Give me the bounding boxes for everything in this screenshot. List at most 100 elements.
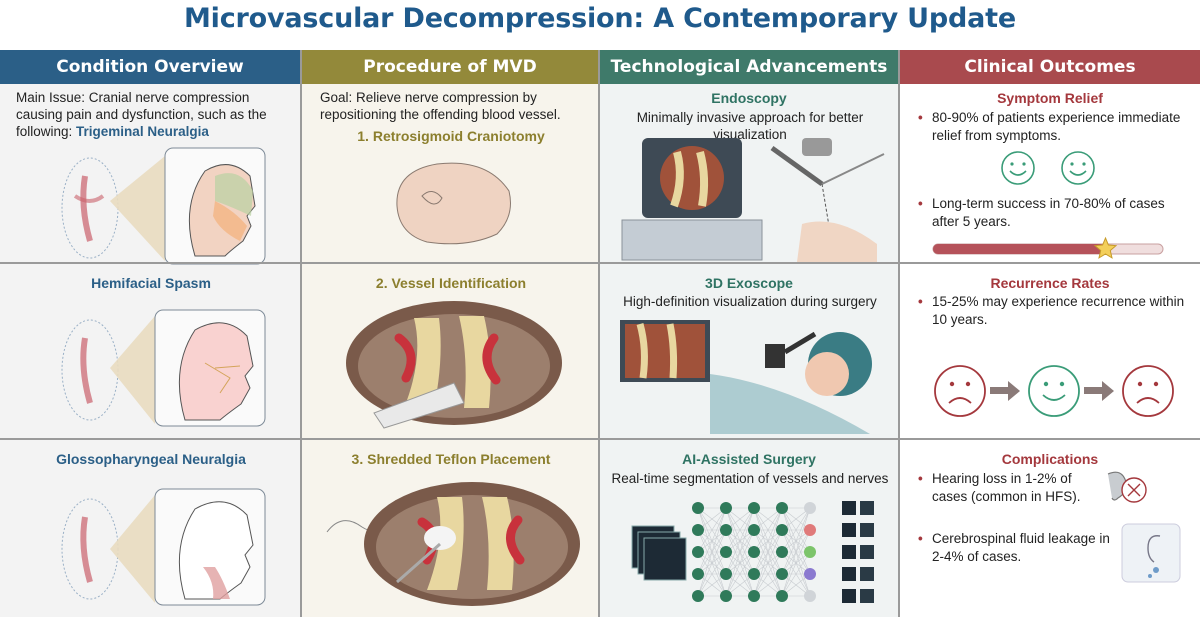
monitor-icon (621, 138, 763, 261)
condition-glossopharyngeal: Glossopharyngeal Neuralgia (56, 451, 246, 467)
outcome-complications-bullet-1: Hearing loss in 1-2% of cases (common in… (918, 470, 1088, 506)
output-map (842, 589, 856, 603)
brain-nerve-icon (61, 498, 119, 600)
network-node (748, 502, 760, 514)
output-map (860, 545, 874, 559)
outcomes-column: Clinical Outcomes Symptom Relief 80-90% … (900, 50, 1200, 617)
crossed-circle-icon (1121, 477, 1147, 503)
network-node (804, 546, 816, 558)
procedure-header: Procedure of MVD (302, 50, 598, 84)
step-vessel-identification: 2. Vessel Identification (375, 275, 527, 291)
network-node (720, 590, 732, 602)
network-node (748, 590, 760, 602)
face-profile-icon (178, 322, 254, 421)
network-node (692, 568, 704, 580)
exoscope-icon (620, 320, 872, 434)
endoscope-icon (770, 138, 885, 262)
sad-face-icon (934, 365, 986, 417)
outcome-relief-bullet-2: Long-term success in 70-80% of cases aft… (918, 195, 1190, 231)
output-map (860, 589, 874, 603)
outcome-recurrence-title: Recurrence Rates (990, 275, 1110, 291)
success-progress-bar (932, 236, 1164, 259)
technology-header: Technological Advancements (600, 50, 898, 84)
condition-trigeminal: Trigeminal Neuralgia (76, 124, 209, 139)
smiley-icon (1061, 151, 1095, 185)
output-map (842, 501, 856, 515)
surgical-field-icon (326, 482, 580, 606)
face-profile-icon (178, 501, 254, 600)
endoscopy-illustration (621, 138, 885, 262)
network-node (692, 590, 704, 602)
arrow-right-icon (990, 381, 1020, 401)
procedure-column: Procedure of MVD Goal: Relieve nerve com… (302, 50, 600, 617)
network-node (776, 590, 788, 602)
network-node (720, 524, 732, 536)
arrow-right-icon (1084, 381, 1114, 401)
procedure-goal: Goal: Relieve nerve compression by repos… (320, 89, 596, 123)
step-retrosigmoid: 1. Retrosigmoid Craniotomy (357, 128, 545, 144)
goal-label: Goal: (320, 90, 353, 105)
head-illustration-icon (396, 162, 511, 245)
output-map (860, 523, 874, 537)
network-node (776, 524, 788, 536)
network-node (804, 524, 816, 536)
network-node (748, 524, 760, 536)
tech-endoscopy-title: Endoscopy (711, 90, 787, 106)
network-node (748, 568, 760, 580)
outcome-relief-bullet-1: 80-90% of patients experience immediate … (918, 109, 1190, 145)
output-map (842, 523, 856, 537)
infographic-grid: Condition Overview Main Issue: Cranial n… (0, 50, 1200, 617)
tech-exoscope-title: 3D Exoscope (705, 275, 793, 291)
hemifacial-illustration (61, 309, 266, 427)
face-profile-icon (188, 164, 256, 257)
network-node (720, 502, 732, 514)
row-divider-1 (0, 262, 1200, 264)
technology-column: Technological Advancements Endoscopy Min… (600, 50, 900, 617)
network-node (720, 568, 732, 580)
outcome-complications-title: Complications (1001, 451, 1099, 467)
outcome-relief-title: Symptom Relief (997, 90, 1103, 106)
intro-text: Cranial nerve compression causing pain a… (16, 90, 267, 139)
outcome-complications-bullet-2: Cerebrospinal fluid leakage in 2-4% of c… (918, 530, 1118, 566)
recurrence-cycle (934, 365, 1174, 417)
network-node (776, 546, 788, 558)
condition-header: Condition Overview (0, 50, 300, 84)
outcome-recurrence-bullet: 15-25% may experience recurrence within … (918, 293, 1190, 329)
network-node (692, 524, 704, 536)
intro-label: Main Issue: (16, 90, 86, 105)
tech-exoscope-desc: High-definition visualization during sur… (623, 294, 877, 309)
network-node (692, 546, 704, 558)
outcomes-header: Clinical Outcomes (900, 50, 1200, 84)
smiley-icons (1001, 151, 1095, 185)
network-node (720, 546, 732, 558)
trigeminal-illustration (61, 147, 266, 265)
star-icon (1093, 236, 1118, 259)
ear-icon (1147, 535, 1161, 563)
network-node (804, 590, 816, 602)
brain-nerve-icon (61, 157, 119, 259)
output-map (860, 567, 874, 581)
hearing-loss-icon (1107, 471, 1147, 503)
network-node (804, 502, 816, 514)
network-node (804, 568, 816, 580)
condition-intro: Main Issue: Cranial nerve compression ca… (16, 89, 298, 140)
goal-text: Relieve nerve compression by repositioni… (320, 90, 561, 122)
condition-hemifacial: Hemifacial Spasm (91, 275, 211, 291)
network-node (748, 546, 760, 558)
smiley-icon (1001, 151, 1035, 185)
smiley-icon (1028, 365, 1080, 417)
brain-nerve-icon (61, 319, 119, 421)
output-map (842, 567, 856, 581)
output-map (860, 501, 874, 515)
network-node (692, 502, 704, 514)
sad-face-icon (1122, 365, 1174, 417)
page-title: Microvascular Decompression: A Contempor… (183, 3, 1016, 34)
output-map (842, 545, 856, 559)
condition-column: Condition Overview Main Issue: Cranial n… (0, 50, 302, 617)
step-teflon-placement: 3. Shredded Teflon Placement (351, 451, 551, 467)
network-node (776, 502, 788, 514)
surgical-field-icon (346, 301, 562, 429)
neural-network-icon (631, 501, 874, 603)
row-divider-2 (0, 438, 1200, 440)
glossopharyngeal-illustration (61, 488, 266, 606)
